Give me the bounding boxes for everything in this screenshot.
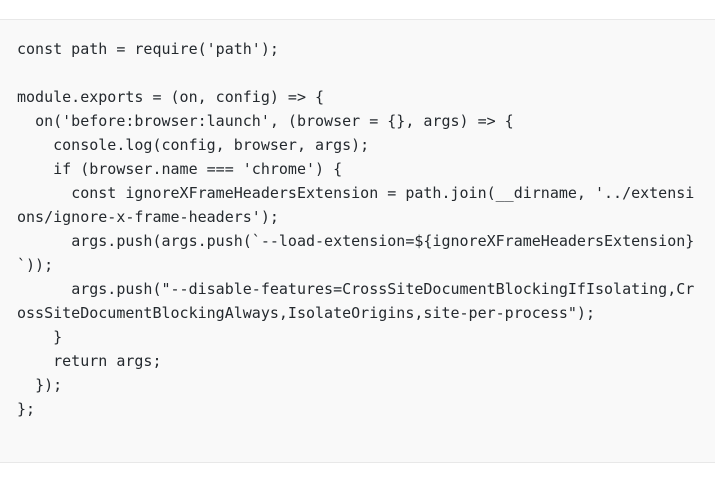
- code-block: const path = require('path'); module.exp…: [0, 19, 715, 463]
- code-block-content[interactable]: const path = require('path'); module.exp…: [17, 40, 695, 418]
